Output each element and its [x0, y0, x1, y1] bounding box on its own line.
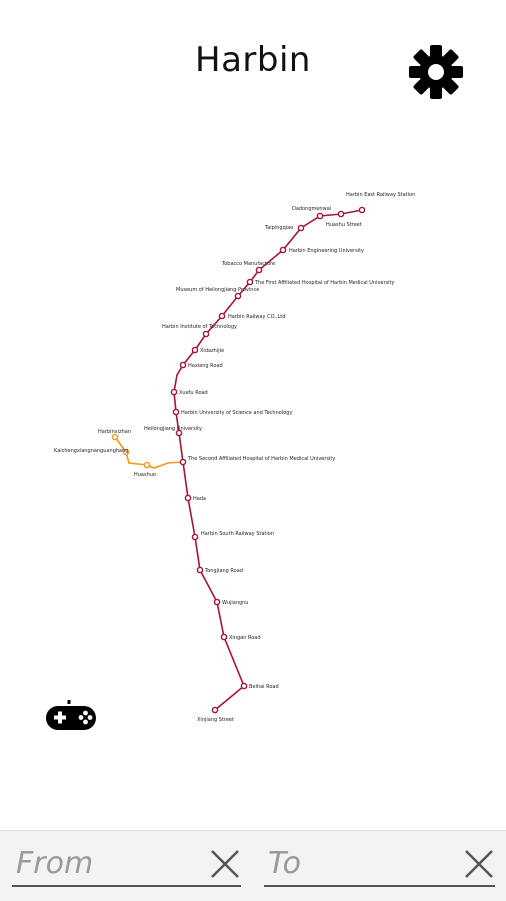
station-marker[interactable]	[172, 408, 180, 416]
station-label: Tobacco Manufacture	[221, 261, 275, 267]
station-label: Harbin Railway CO.,Ltd	[228, 314, 285, 320]
line1-route	[173, 209, 363, 711]
station-marker[interactable]	[316, 212, 324, 220]
from-input[interactable]	[12, 843, 200, 883]
station-label: Xuefu Road	[179, 390, 208, 396]
station-label: Harbin South Railway Station	[201, 531, 274, 537]
line3-stations	[111, 433, 151, 469]
line1-labels: Harbin East Railway Station Dadongmenwai…	[144, 192, 415, 723]
close-icon[interactable]	[208, 847, 242, 881]
station-marker[interactable]	[175, 429, 183, 437]
station-marker[interactable]	[143, 461, 151, 469]
station-marker[interactable]	[297, 224, 305, 232]
station-marker[interactable]	[196, 566, 204, 574]
station-label: Kaichengxiangnanguanghang	[54, 448, 128, 454]
station-label: Huashuo	[134, 472, 156, 478]
close-icon[interactable]	[462, 847, 496, 881]
to-input[interactable]	[264, 843, 452, 883]
station-label: Haxiang Road	[188, 363, 223, 369]
station-marker[interactable]	[255, 266, 263, 274]
station-marker[interactable]	[111, 433, 119, 441]
station-marker[interactable]	[191, 346, 199, 354]
station-label: Heilongjiang University	[144, 426, 202, 432]
station-label: Dadongmenwai	[292, 206, 331, 212]
station-label: Beihai Road	[249, 684, 279, 690]
station-marker[interactable]	[122, 448, 130, 456]
station-marker[interactable]	[184, 494, 192, 502]
station-marker[interactable]	[179, 361, 187, 369]
station-marker[interactable]	[337, 210, 345, 218]
station-marker[interactable]	[218, 312, 226, 320]
station-marker[interactable]	[246, 278, 254, 286]
settings-button[interactable]	[408, 44, 464, 100]
station-marker[interactable]	[170, 388, 178, 396]
line3-labels: Harbinxizhan Kaichengxiangnanguanghang H…	[54, 429, 156, 478]
station-label: Hada	[193, 496, 206, 502]
station-label: Harbin Institute of Technology	[162, 324, 237, 330]
station-label: Harbin University of Science and Technol…	[181, 410, 292, 416]
gear-icon	[409, 45, 463, 99]
station-marker[interactable]	[240, 682, 248, 690]
station-marker[interactable]	[191, 533, 199, 541]
station-marker[interactable]	[211, 706, 219, 714]
station-marker[interactable]	[358, 206, 366, 214]
city-title: Harbin	[195, 40, 311, 80]
game-button[interactable]	[44, 696, 98, 734]
station-label: Wujiangnu	[222, 600, 248, 606]
to-field[interactable]	[264, 841, 495, 887]
from-field[interactable]	[12, 841, 241, 887]
station-label: Museum of Heilongjiang Province	[176, 287, 259, 293]
station-marker[interactable]	[202, 330, 210, 338]
route-search-bar	[0, 830, 506, 901]
station-marker[interactable]	[234, 292, 242, 300]
station-marker[interactable]	[220, 633, 228, 641]
station-label: The Second Affiliated Hospital of Harbin…	[187, 456, 335, 462]
station-marker[interactable]	[213, 598, 221, 606]
station-label: Taipingqiao	[264, 225, 293, 231]
station-label: Xidazhijie	[200, 348, 224, 354]
line1-stations	[170, 206, 366, 714]
station-label: Harbinxizhan	[98, 429, 131, 435]
station-label: Xinjiang Street	[197, 717, 234, 723]
station-label: Harbin East Railway Station	[346, 192, 415, 198]
station-label: Huashu Street	[326, 222, 362, 228]
station-label: Harbin Engineering University	[289, 248, 364, 254]
gamepad-icon	[46, 700, 96, 730]
station-label: Xingan Road	[229, 635, 261, 641]
station-label: The First Affiliated Hospital of Harbin …	[254, 280, 395, 286]
station-label: Tongjiang Road	[204, 568, 243, 574]
station-marker[interactable]	[279, 246, 287, 254]
station-marker[interactable]	[179, 458, 187, 466]
